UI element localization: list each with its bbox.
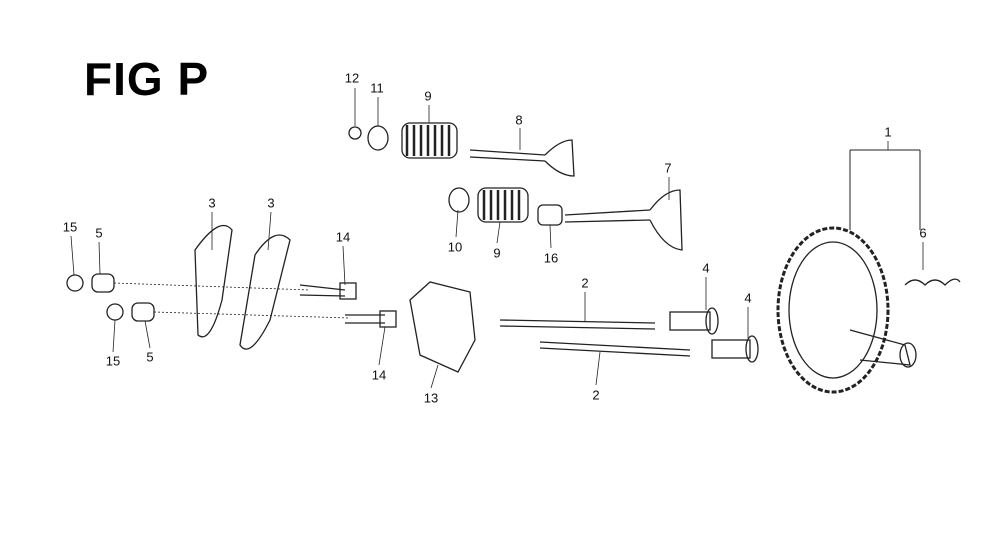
part-15-nut-lower: [106, 303, 124, 321]
part-15-nut-upper: [66, 274, 84, 292]
callout-4: 4: [744, 290, 752, 306]
part-5-upper: [91, 273, 115, 293]
part-12-cotter: [348, 126, 362, 140]
part-9-spring-lower: [477, 187, 529, 223]
callout-2: 2: [581, 275, 589, 291]
part-2-push-rod-a: [499, 319, 656, 330]
part-4-tappet-b: [711, 335, 759, 363]
callout-15: 15: [62, 219, 78, 235]
callout-1: 1: [884, 124, 892, 140]
part-3-rocker-arm-b: [239, 234, 291, 350]
part-7-intake-valve: [564, 189, 683, 251]
part-3-rocker-arm-a: [194, 224, 233, 338]
part-1-camshaft: [776, 226, 917, 394]
part-10-retainer: [448, 187, 470, 213]
callout-15: 15: [105, 353, 121, 369]
part-13-guide-plate: [409, 281, 476, 373]
callout-9: 9: [493, 245, 501, 261]
callout-12: 12: [344, 70, 360, 86]
part-16-seal: [537, 204, 563, 226]
callout-8: 8: [515, 112, 523, 128]
callout-10: 10: [447, 239, 463, 255]
callout-14: 14: [371, 367, 387, 383]
callout-2: 2: [592, 387, 600, 403]
part-8-exhaust-valve: [469, 139, 575, 177]
callout-5: 5: [146, 349, 154, 365]
figure-title: FIG P: [84, 53, 210, 105]
part-9-spring-upper: [401, 122, 458, 159]
part-14-pivot-bolt-lower: [345, 310, 397, 328]
callout-3: 3: [267, 195, 275, 211]
part-11-retainer: [367, 125, 389, 151]
callout-14: 14: [335, 229, 351, 245]
callout-4: 4: [702, 260, 710, 276]
callout-3: 3: [208, 195, 216, 211]
callout-16: 16: [543, 250, 559, 266]
part-6-spring: [904, 278, 961, 286]
callout-6: 6: [919, 225, 927, 241]
callout-9: 9: [424, 88, 432, 104]
part-14-pivot-bolt-upper: [299, 282, 357, 300]
part-4-tappet-a: [669, 307, 719, 335]
part-2-push-rod-b: [539, 341, 691, 357]
callout-5: 5: [95, 225, 103, 241]
callout-11: 11: [370, 80, 384, 96]
callout-13: 13: [423, 390, 439, 406]
part-5-lower: [131, 302, 155, 322]
callout-7: 7: [664, 160, 672, 176]
